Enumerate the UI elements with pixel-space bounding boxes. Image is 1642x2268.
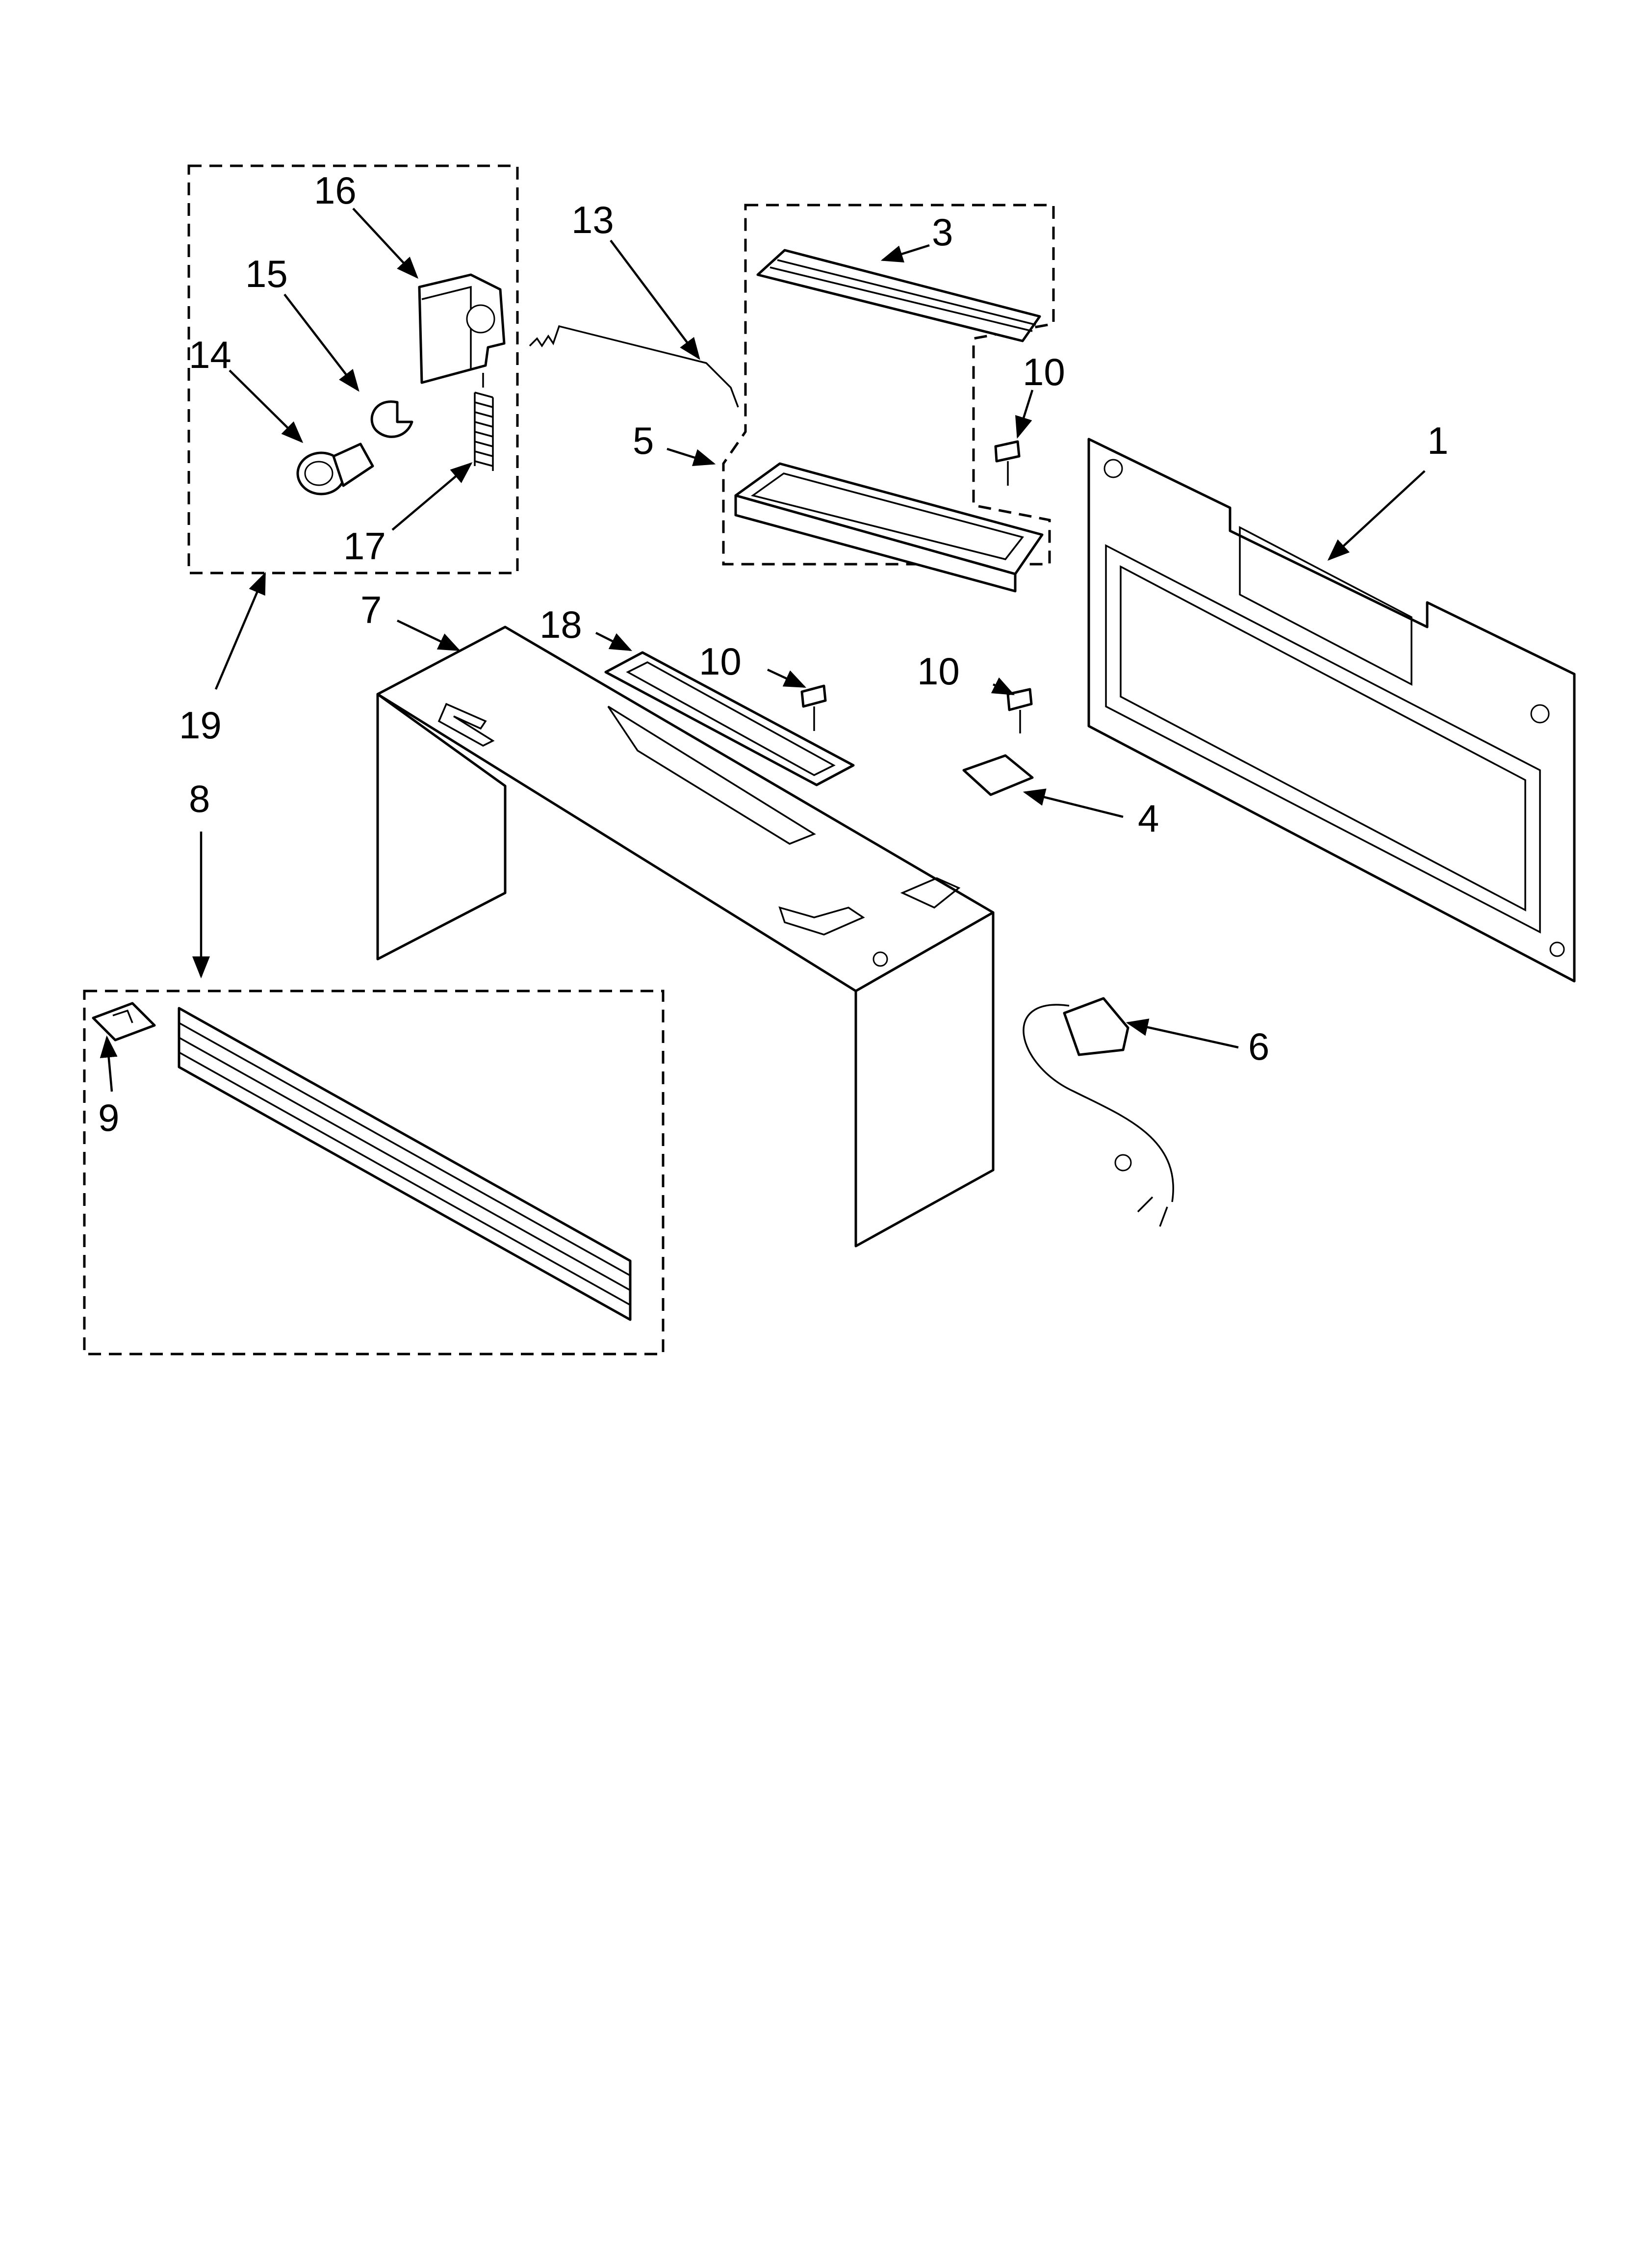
leader-16 — [352, 208, 419, 279]
leader-4 — [1023, 788, 1124, 818]
part-10-screw-b — [800, 684, 827, 731]
leader-10c — [991, 677, 1015, 696]
part-3-rail — [756, 249, 1041, 342]
callout-13: 13 — [571, 198, 614, 241]
callout-9: 9 — [98, 1096, 119, 1139]
leader-10a — [1015, 390, 1034, 439]
part-4-bracket — [962, 754, 1034, 796]
leader-18 — [595, 631, 633, 652]
part-10-screw-c — [1006, 688, 1033, 733]
callout-1: 1 — [1427, 419, 1448, 462]
callout-14: 14 — [189, 333, 231, 376]
callout-5: 5 — [633, 419, 654, 462]
group-box-5 — [722, 204, 1055, 566]
callout-4: 4 — [1138, 797, 1159, 840]
part-15-clip — [370, 400, 413, 438]
group-box-19 — [187, 164, 519, 574]
part-14-button — [296, 443, 374, 495]
callout-10b: 10 — [699, 640, 742, 683]
callout-10a: 10 — [1023, 350, 1065, 393]
callout-17: 17 — [343, 524, 386, 568]
leader-9 — [100, 1035, 118, 1092]
part-18-plate — [604, 651, 855, 786]
leader-14 — [229, 369, 304, 443]
callout-8: 8 — [189, 777, 210, 820]
leader-19 — [214, 572, 266, 690]
callout-18: 18 — [539, 603, 582, 646]
leader-10b — [767, 668, 807, 688]
part-9-clip — [92, 1002, 156, 1042]
part-16-latch-bracket — [418, 273, 506, 384]
leader-6 — [1126, 1018, 1239, 1049]
part-8-grille — [178, 1007, 632, 1321]
callout-3: 3 — [932, 210, 953, 254]
part-1-back-panel — [1087, 438, 1576, 983]
part-17-spring — [474, 373, 494, 471]
callout-10c: 10 — [917, 650, 960, 693]
group-box-8 — [83, 990, 665, 1356]
leader-7 — [397, 619, 461, 652]
callout-19: 19 — [179, 704, 222, 747]
leader-3 — [880, 244, 930, 262]
leader-1 — [1327, 470, 1426, 561]
leader-13 — [610, 239, 700, 360]
callout-7: 7 — [360, 588, 382, 631]
part-7-cabinet — [376, 626, 995, 1248]
part-6-wire-harness — [1023, 997, 1174, 1227]
part-13-wire — [529, 325, 739, 408]
callout-16: 16 — [314, 169, 357, 212]
callout-6: 6 — [1248, 1025, 1269, 1068]
callout-15: 15 — [245, 252, 288, 295]
leader-5 — [667, 447, 716, 466]
leader-15 — [283, 293, 359, 392]
leader-17 — [391, 462, 473, 531]
part-5-tray — [734, 462, 1044, 593]
part-10-screw-a — [994, 440, 1021, 486]
